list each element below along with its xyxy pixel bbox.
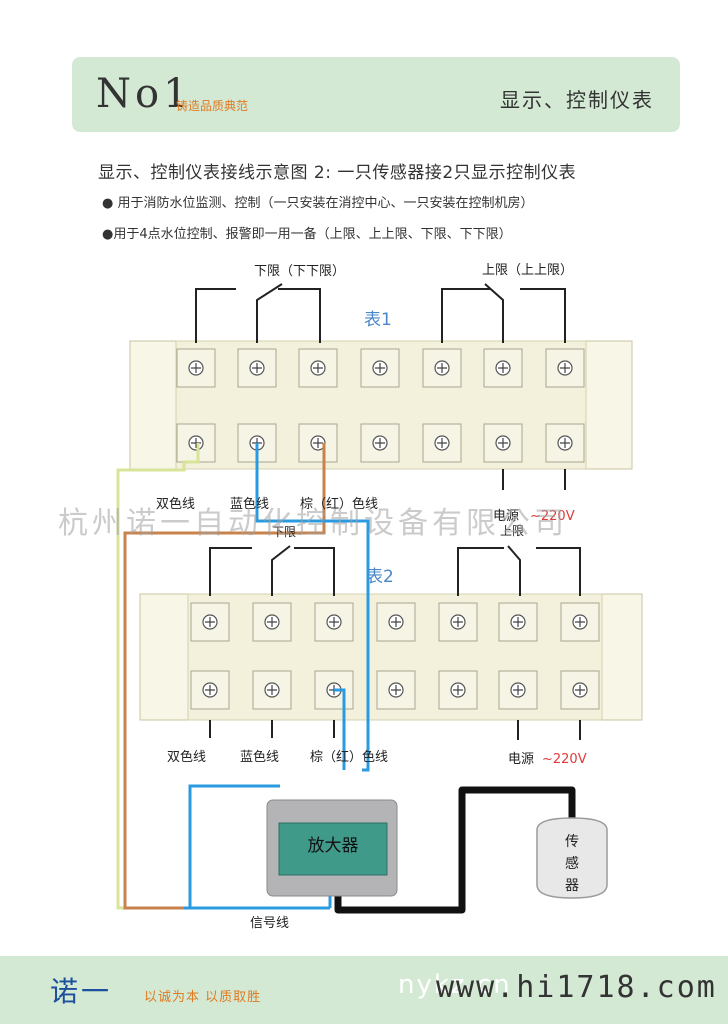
meter1-screw-cross-icon bbox=[560, 363, 570, 373]
meter2-screw-cross-icon bbox=[205, 617, 215, 627]
meter1-wire-brown: 棕（红）色线 bbox=[300, 496, 378, 512]
meter1-power-label: 电源 bbox=[493, 509, 519, 524]
meter2-label: 表2 bbox=[366, 567, 394, 587]
footer-url: nykz.cn bbox=[398, 970, 512, 1000]
meter2-wire-two-color: 双色线 bbox=[167, 749, 206, 765]
meter2-screw-cross-icon bbox=[267, 685, 277, 695]
meter2-screw-cross-icon bbox=[391, 617, 401, 627]
footer-brand: 诺一 bbox=[50, 975, 113, 1008]
meter1-screw-cross-icon bbox=[191, 363, 201, 373]
meter2-screw-cross-icon bbox=[453, 617, 463, 627]
meter1-lower-switch-wiring bbox=[195, 283, 321, 343]
sensor-label-3: 器 bbox=[565, 878, 579, 894]
blue-wire-meter1 bbox=[255, 443, 370, 772]
meter2-screw-cross-icon bbox=[575, 685, 585, 695]
meter1-screw-cross-icon bbox=[313, 438, 323, 448]
company-watermark: 杭州诺一自动化控制设备有限公司 bbox=[58, 506, 568, 541]
meter2-bottom-leads bbox=[209, 720, 581, 740]
meter1-screw-cross-icon bbox=[313, 363, 323, 373]
meter2-terminal bbox=[560, 602, 600, 642]
two-color-wire bbox=[116, 443, 200, 910]
sensor-label-1: 传 bbox=[565, 834, 579, 850]
amplifier-screen bbox=[278, 822, 388, 876]
sensor-body bbox=[536, 817, 608, 899]
meter2-lower-switch-label: 下限 bbox=[272, 525, 296, 539]
meter1-upper-switch-wiring bbox=[441, 283, 566, 343]
meter1-screw-cross-icon bbox=[560, 438, 570, 448]
header-category: 显示、控制仪表 bbox=[500, 88, 654, 112]
meter1-screw-cross-icon bbox=[252, 363, 262, 373]
diagram-title: 显示、控制仪表接线示意图 2: 一只传感器接2只显示控制仪表 bbox=[98, 163, 577, 183]
site-watermark: www.hi1718.com bbox=[436, 970, 717, 1005]
header-slogan: 铸造品质典范 bbox=[176, 99, 249, 113]
meter2-screw-cross-icon bbox=[513, 617, 523, 627]
meter2-wire-brown: 棕（红）色线 bbox=[310, 749, 388, 765]
meter1-upper-switch-label: 上限（上上限） bbox=[482, 263, 573, 278]
meter2-wire-blue: 蓝色线 bbox=[240, 749, 279, 765]
meter2-screw-cross-icon bbox=[329, 617, 339, 627]
meter2-terminal bbox=[376, 670, 416, 710]
meter1-wire-two-color: 双色线 bbox=[156, 496, 195, 512]
signal-wire-label: 信号线 bbox=[250, 916, 289, 931]
bullet-2: ●用于4点水位控制、报警即一用一备（上限、上上限、下限、下下限） bbox=[102, 227, 512, 242]
meter2-upper-switch-wiring bbox=[457, 545, 581, 596]
footer-band: 诺一 以诚为本 以质取胜 nykz.cn bbox=[0, 956, 728, 1024]
meter1-screw-cross-icon bbox=[437, 438, 447, 448]
amplifier-label: 放大器 bbox=[308, 836, 359, 856]
bullet-1: ● 用于消防水位监测、控制（一只安装在消控中心、一只安装在控制机房） bbox=[102, 196, 534, 211]
meter2-terminal bbox=[498, 602, 538, 642]
meter2-power-label: 电源 bbox=[508, 752, 534, 767]
meter2-lower-switch-wiring bbox=[209, 545, 335, 596]
meter1-screw-cross-icon bbox=[375, 363, 385, 373]
meter2-screw-cross-icon bbox=[267, 617, 277, 627]
meter2-voltage-label: ~220V bbox=[542, 752, 587, 767]
sensor-cable bbox=[334, 786, 576, 914]
meter1-screw-cross-icon bbox=[498, 363, 508, 373]
sensor-label-2: 感 bbox=[565, 855, 579, 872]
meter1-lower-switch-label: 下限（下下限） bbox=[254, 264, 345, 279]
meter2-screw-cross-icon bbox=[575, 617, 585, 627]
meter1-power-leads bbox=[502, 469, 566, 490]
meter1-terminals bbox=[176, 348, 585, 463]
meter2-screw-cross-icon bbox=[205, 685, 215, 695]
meter1-screw-cross-icon bbox=[498, 438, 508, 448]
meter2-terminal bbox=[376, 602, 416, 642]
meter2-screw-cross-icon bbox=[513, 685, 523, 695]
meter2-screw-cross-icon bbox=[453, 685, 463, 695]
meter1-voltage-label: ~220V bbox=[530, 509, 575, 524]
meter2-screw-cross-icon bbox=[391, 685, 401, 695]
header-band: No1 铸造品质典范 显示、控制仪表 bbox=[72, 57, 680, 132]
footer-motto: 以诚为本 以质取胜 bbox=[144, 990, 262, 1005]
product-number: No1 bbox=[96, 71, 193, 117]
meter2-upper-switch-label: 上限 bbox=[500, 524, 524, 538]
meter1-wire-blue: 蓝色线 bbox=[230, 496, 269, 512]
meter1-screw-cross-icon bbox=[375, 438, 385, 448]
brown-wire bbox=[123, 443, 326, 910]
meter1-label: 表1 bbox=[364, 310, 392, 330]
meter2-terminals bbox=[190, 602, 600, 710]
meter1-screw-cross-icon bbox=[437, 363, 447, 373]
